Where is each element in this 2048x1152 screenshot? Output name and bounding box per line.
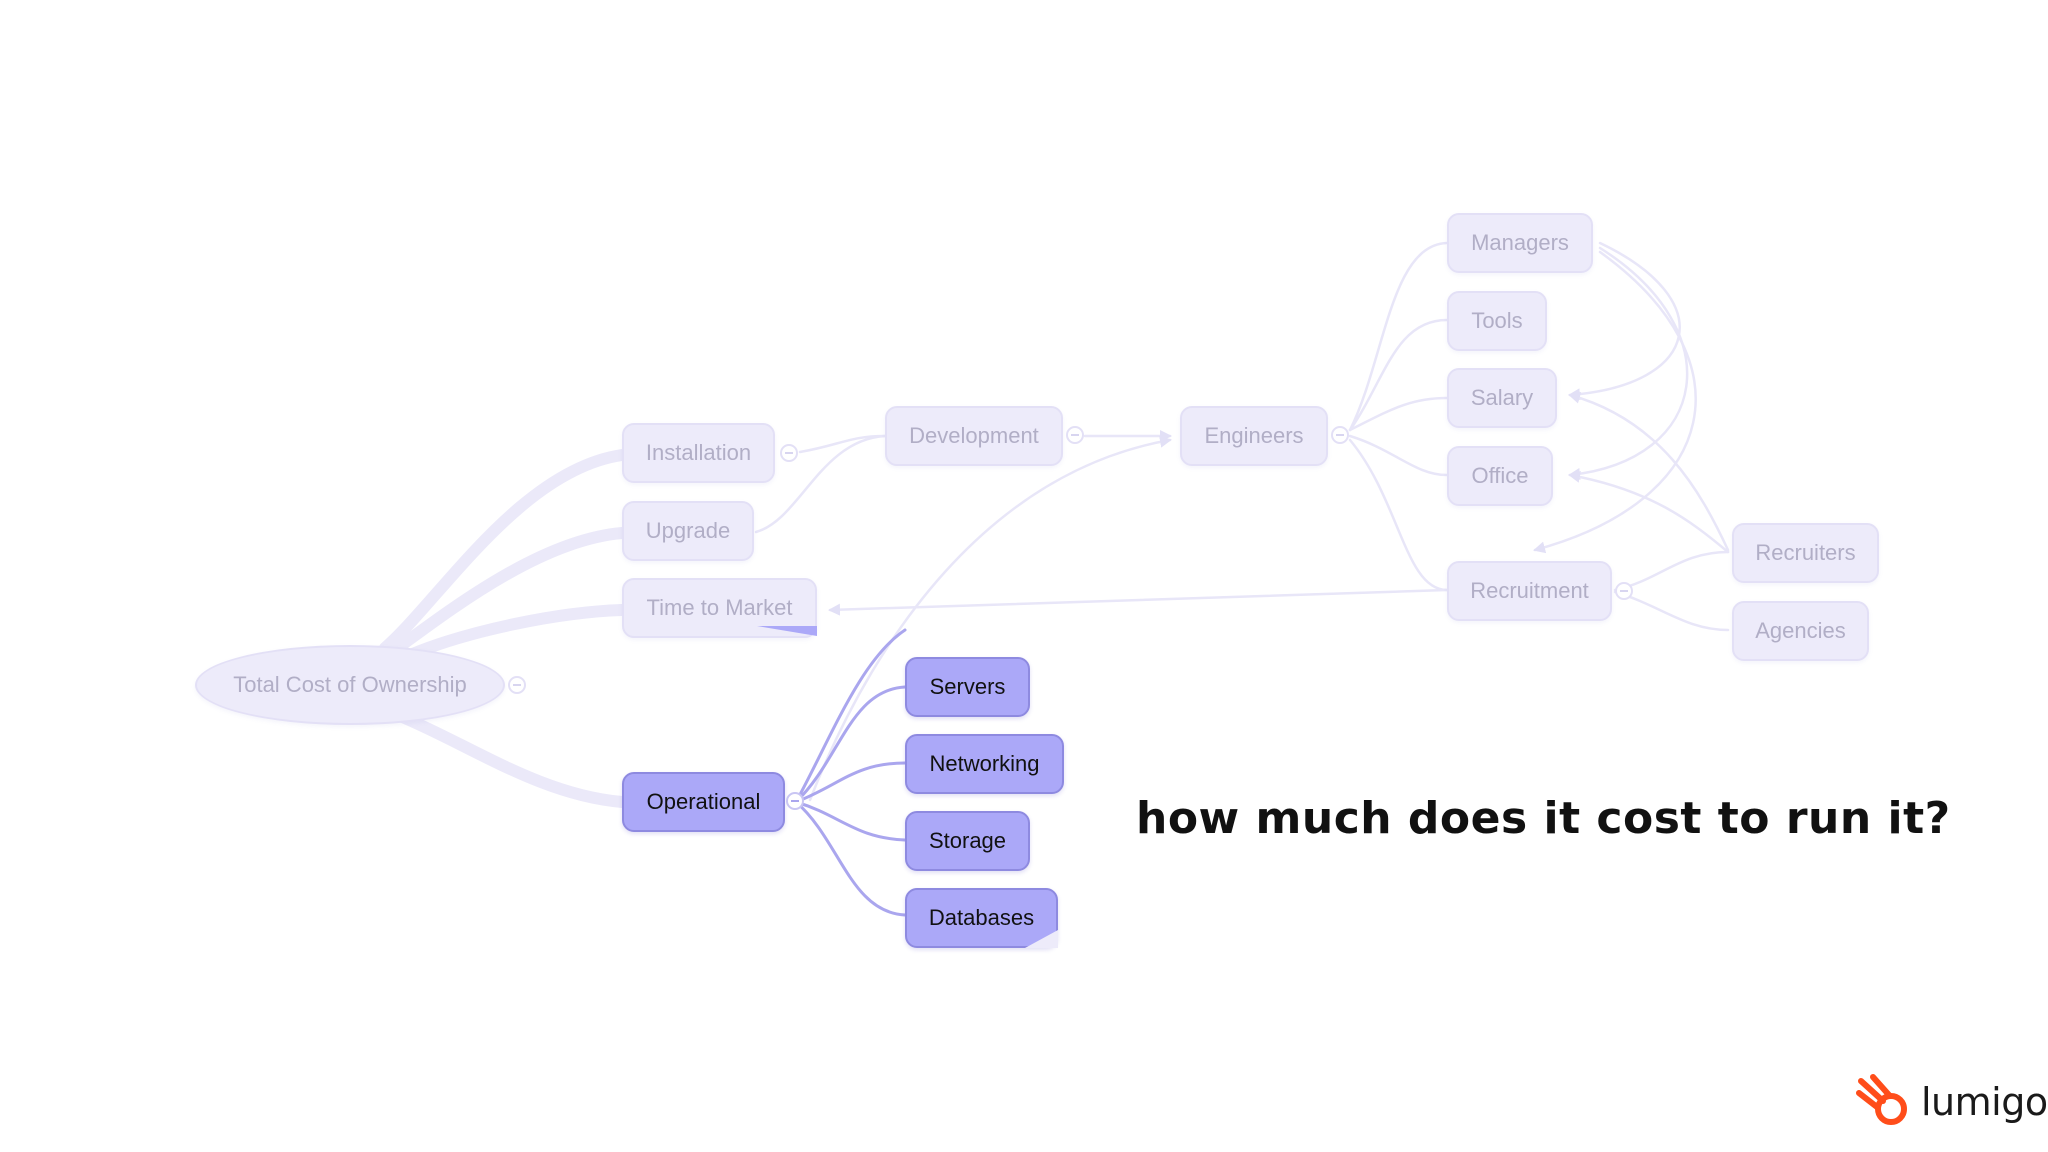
page-fold-time-to-market — [757, 626, 817, 636]
node-installation[interactable]: Installation — [622, 423, 775, 483]
collapse-toggle-operational[interactable] — [786, 792, 804, 810]
collapse-toggle-total-cost[interactable] — [508, 676, 526, 694]
edge-engineers-managers — [1348, 241, 1449, 432]
node-tools[interactable]: Tools — [1447, 291, 1547, 351]
edge-root-upgrade — [389, 527, 628, 656]
lumigo-logo-icon — [1856, 1074, 1907, 1125]
collapse-toggle-recruitment[interactable] — [1615, 582, 1633, 600]
node-salary[interactable]: Salary — [1447, 368, 1557, 428]
collapse-toggle-installation[interactable] — [780, 444, 798, 462]
node-databases[interactable]: Databases — [905, 888, 1058, 948]
node-engineers[interactable]: Engineers — [1180, 406, 1328, 466]
edge-operational-databases — [794, 800, 907, 917]
node-recruitment[interactable]: Recruitment — [1447, 561, 1612, 621]
node-operational[interactable]: Operational — [622, 772, 785, 832]
collapse-toggle-development[interactable] — [1066, 426, 1084, 444]
edge-engineers-office — [1348, 434, 1449, 477]
edge-engineers-tools — [1348, 318, 1449, 432]
edge-operational-networking — [794, 761, 907, 804]
edge-root-operational — [394, 710, 628, 808]
node-recruiters[interactable]: Recruiters — [1732, 523, 1879, 583]
node-office[interactable]: Office — [1447, 446, 1553, 506]
edge-engineers-salary — [1348, 396, 1449, 432]
edge-recruitment-agencies — [1613, 590, 1730, 632]
edge-managers-recruitment — [1533, 250, 1697, 554]
edge-managers-office — [1568, 246, 1689, 480]
edge-recruiters-office — [1568, 470, 1730, 554]
page-fold-databases — [1025, 930, 1058, 948]
node-agencies[interactable]: Agencies — [1732, 601, 1869, 661]
node-upgrade[interactable]: Upgrade — [622, 501, 754, 561]
edge-engineers-recruitment — [1348, 438, 1449, 592]
edge-recruitment-time-to-market — [828, 588, 1449, 616]
edge-operational-storage — [794, 800, 907, 842]
edge-operational-engineers — [808, 435, 1172, 802]
edge-recruitment-recruiters — [1613, 550, 1730, 592]
edge-root-time-to-market — [404, 604, 628, 661]
node-networking[interactable]: Networking — [905, 734, 1064, 794]
node-storage[interactable]: Storage — [905, 811, 1030, 871]
node-development[interactable]: Development — [885, 406, 1063, 466]
edge-operational-up — [794, 628, 907, 804]
node-managers[interactable]: Managers — [1447, 213, 1593, 273]
headline-question: how much does it cost to run it? — [1136, 793, 1951, 844]
edge-root-installation — [379, 449, 628, 654]
brand-logo: lumigo — [1855, 1073, 2048, 1131]
edge-recruiters-salary — [1568, 391, 1730, 552]
brand-name: lumigo — [1921, 1080, 2048, 1124]
node-servers[interactable]: Servers — [905, 657, 1030, 717]
collapse-toggle-engineers[interactable] — [1331, 426, 1349, 444]
edge-operational-servers — [794, 685, 907, 804]
node-total-cost-of-ownership[interactable]: Total Cost of Ownership — [195, 645, 505, 725]
edge-upgrade-development — [754, 434, 887, 534]
